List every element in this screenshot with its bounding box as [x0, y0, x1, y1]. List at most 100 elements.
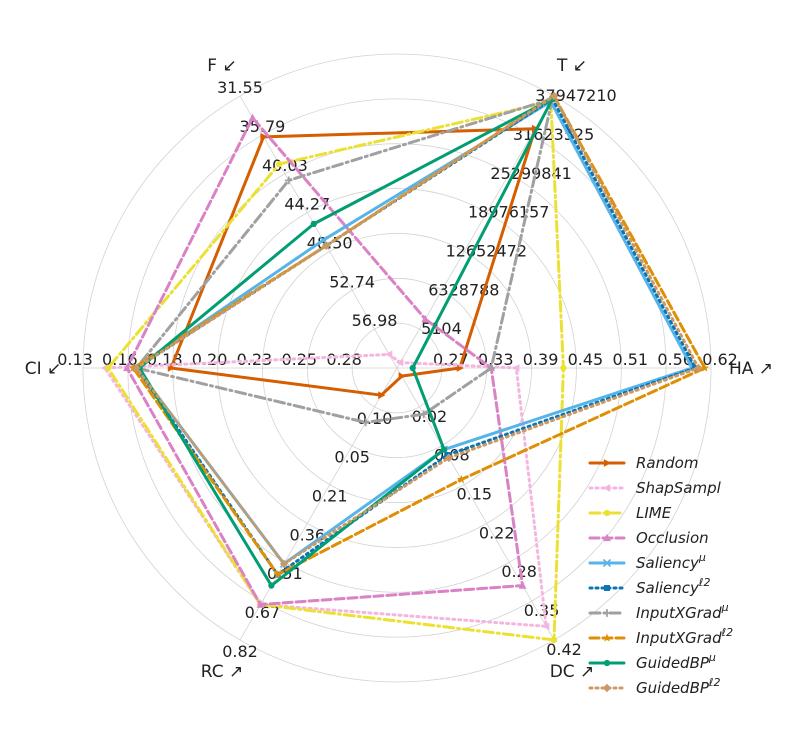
series-7 — [128, 91, 710, 579]
tick-label: 12652472 — [446, 241, 527, 260]
tick-label: 25299841 — [490, 164, 571, 183]
axis-title: T ↙ — [556, 56, 587, 76]
series-marker — [440, 446, 448, 453]
axis-title: HA ↗ — [729, 359, 773, 379]
tick-label: 0.62 — [702, 350, 738, 369]
series-marker — [256, 600, 265, 608]
legend-entry: ShapSampl — [588, 479, 722, 497]
series-marker — [273, 570, 283, 579]
series-marker — [398, 372, 406, 381]
series-marker — [604, 585, 610, 591]
legend-label: GuidedBPμ — [636, 651, 716, 672]
series-marker — [444, 452, 451, 458]
legend-label: InputXGradℓ2 — [636, 626, 733, 647]
tick-label: 0.13 — [57, 350, 93, 369]
tick-label: 0.05 — [334, 448, 370, 467]
series-marker — [550, 636, 558, 644]
series-marker — [322, 241, 331, 250]
legend-label: Random — [636, 454, 698, 472]
legend-label: Saliencyμ — [636, 551, 706, 572]
legend-superscript: μ — [708, 651, 716, 664]
tick-label: 0.33 — [478, 350, 514, 369]
series-marker — [603, 459, 612, 467]
series-marker — [395, 358, 404, 367]
tick-label: 0.28 — [326, 350, 362, 369]
series-marker — [603, 659, 611, 667]
legend-label: ShapSampl — [636, 479, 722, 497]
legend-superscript: ℓ2 — [698, 576, 711, 589]
legend-entry: LIME — [588, 504, 672, 522]
series-marker — [123, 363, 131, 372]
legend-entry: Occlusion — [588, 529, 709, 547]
tick-label: 0.51 — [612, 350, 648, 369]
series-marker — [700, 363, 710, 372]
tick-label: 0.22 — [479, 523, 515, 542]
tick-label: 0.82 — [222, 642, 258, 661]
series-marker — [456, 364, 464, 372]
legend-entry: InputXGradℓ2 — [588, 626, 733, 647]
axis-title: CI ↙ — [25, 359, 62, 379]
series-marker — [487, 364, 496, 372]
series-marker — [421, 314, 430, 323]
series-5 — [133, 95, 699, 578]
axis-spoke — [396, 95, 555, 369]
series-marker — [518, 581, 527, 589]
series-8 — [136, 95, 556, 589]
series-marker — [603, 509, 611, 517]
series-marker — [284, 176, 293, 185]
tick-label: 56.98 — [352, 311, 398, 330]
legend-entry: GuidedBPμ — [588, 651, 716, 672]
series-marker — [419, 410, 428, 419]
series-marker — [549, 91, 559, 101]
legend-entry: InputXGradμ — [588, 601, 729, 622]
series-marker — [268, 582, 275, 589]
legend-entry: Saliencyℓ2 — [588, 576, 710, 597]
series-marker — [512, 364, 520, 372]
series-marker — [602, 484, 611, 492]
series-marker — [378, 391, 386, 400]
series-marker — [361, 418, 370, 427]
legend-label: LIME — [636, 504, 672, 522]
legend-label: Occlusion — [636, 529, 709, 547]
legend-entry: Saliencyμ — [588, 551, 706, 572]
tick-label: 52.74 — [329, 272, 375, 291]
axis-spoke — [239, 95, 398, 369]
tick-label: 0.15 — [456, 485, 492, 504]
tick-label: 0.39 — [523, 350, 559, 369]
tick-label: 0.02 — [412, 407, 448, 426]
series-marker — [457, 474, 466, 484]
radar-series — [100, 91, 710, 644]
axis-title: DC ↗ — [550, 662, 595, 682]
axis-title: RC ↗ — [201, 662, 243, 682]
tick-label: 0.67 — [245, 603, 281, 622]
legend-superscript: ℓ2 — [721, 626, 734, 639]
tick-label: 31.55 — [217, 78, 263, 97]
legend-label: Saliencyℓ2 — [636, 576, 710, 597]
series-marker — [602, 633, 612, 642]
series-marker — [603, 609, 611, 617]
series-marker — [541, 622, 550, 631]
series-0 — [167, 124, 540, 400]
legend-label: InputXGradμ — [636, 601, 729, 622]
series-marker — [132, 363, 141, 373]
tick-label: 0.35 — [524, 601, 560, 620]
series-marker — [602, 558, 612, 568]
series-marker — [310, 220, 317, 228]
axis-spoke — [239, 367, 398, 641]
series-marker — [560, 364, 567, 372]
legend-entry: GuidedBPℓ2 — [588, 676, 721, 697]
tick-label: 0.23 — [237, 350, 273, 369]
series-9 — [132, 91, 703, 568]
legend-entry: Random — [588, 454, 698, 472]
series-marker — [279, 559, 289, 568]
series-marker — [276, 160, 283, 168]
tick-label: 6328788 — [428, 280, 499, 299]
series-marker — [248, 113, 257, 121]
series-marker — [602, 683, 612, 693]
series-marker — [384, 350, 393, 359]
series-marker — [409, 364, 416, 372]
series-marker — [694, 363, 703, 373]
legend-superscript: ℓ2 — [708, 676, 721, 689]
